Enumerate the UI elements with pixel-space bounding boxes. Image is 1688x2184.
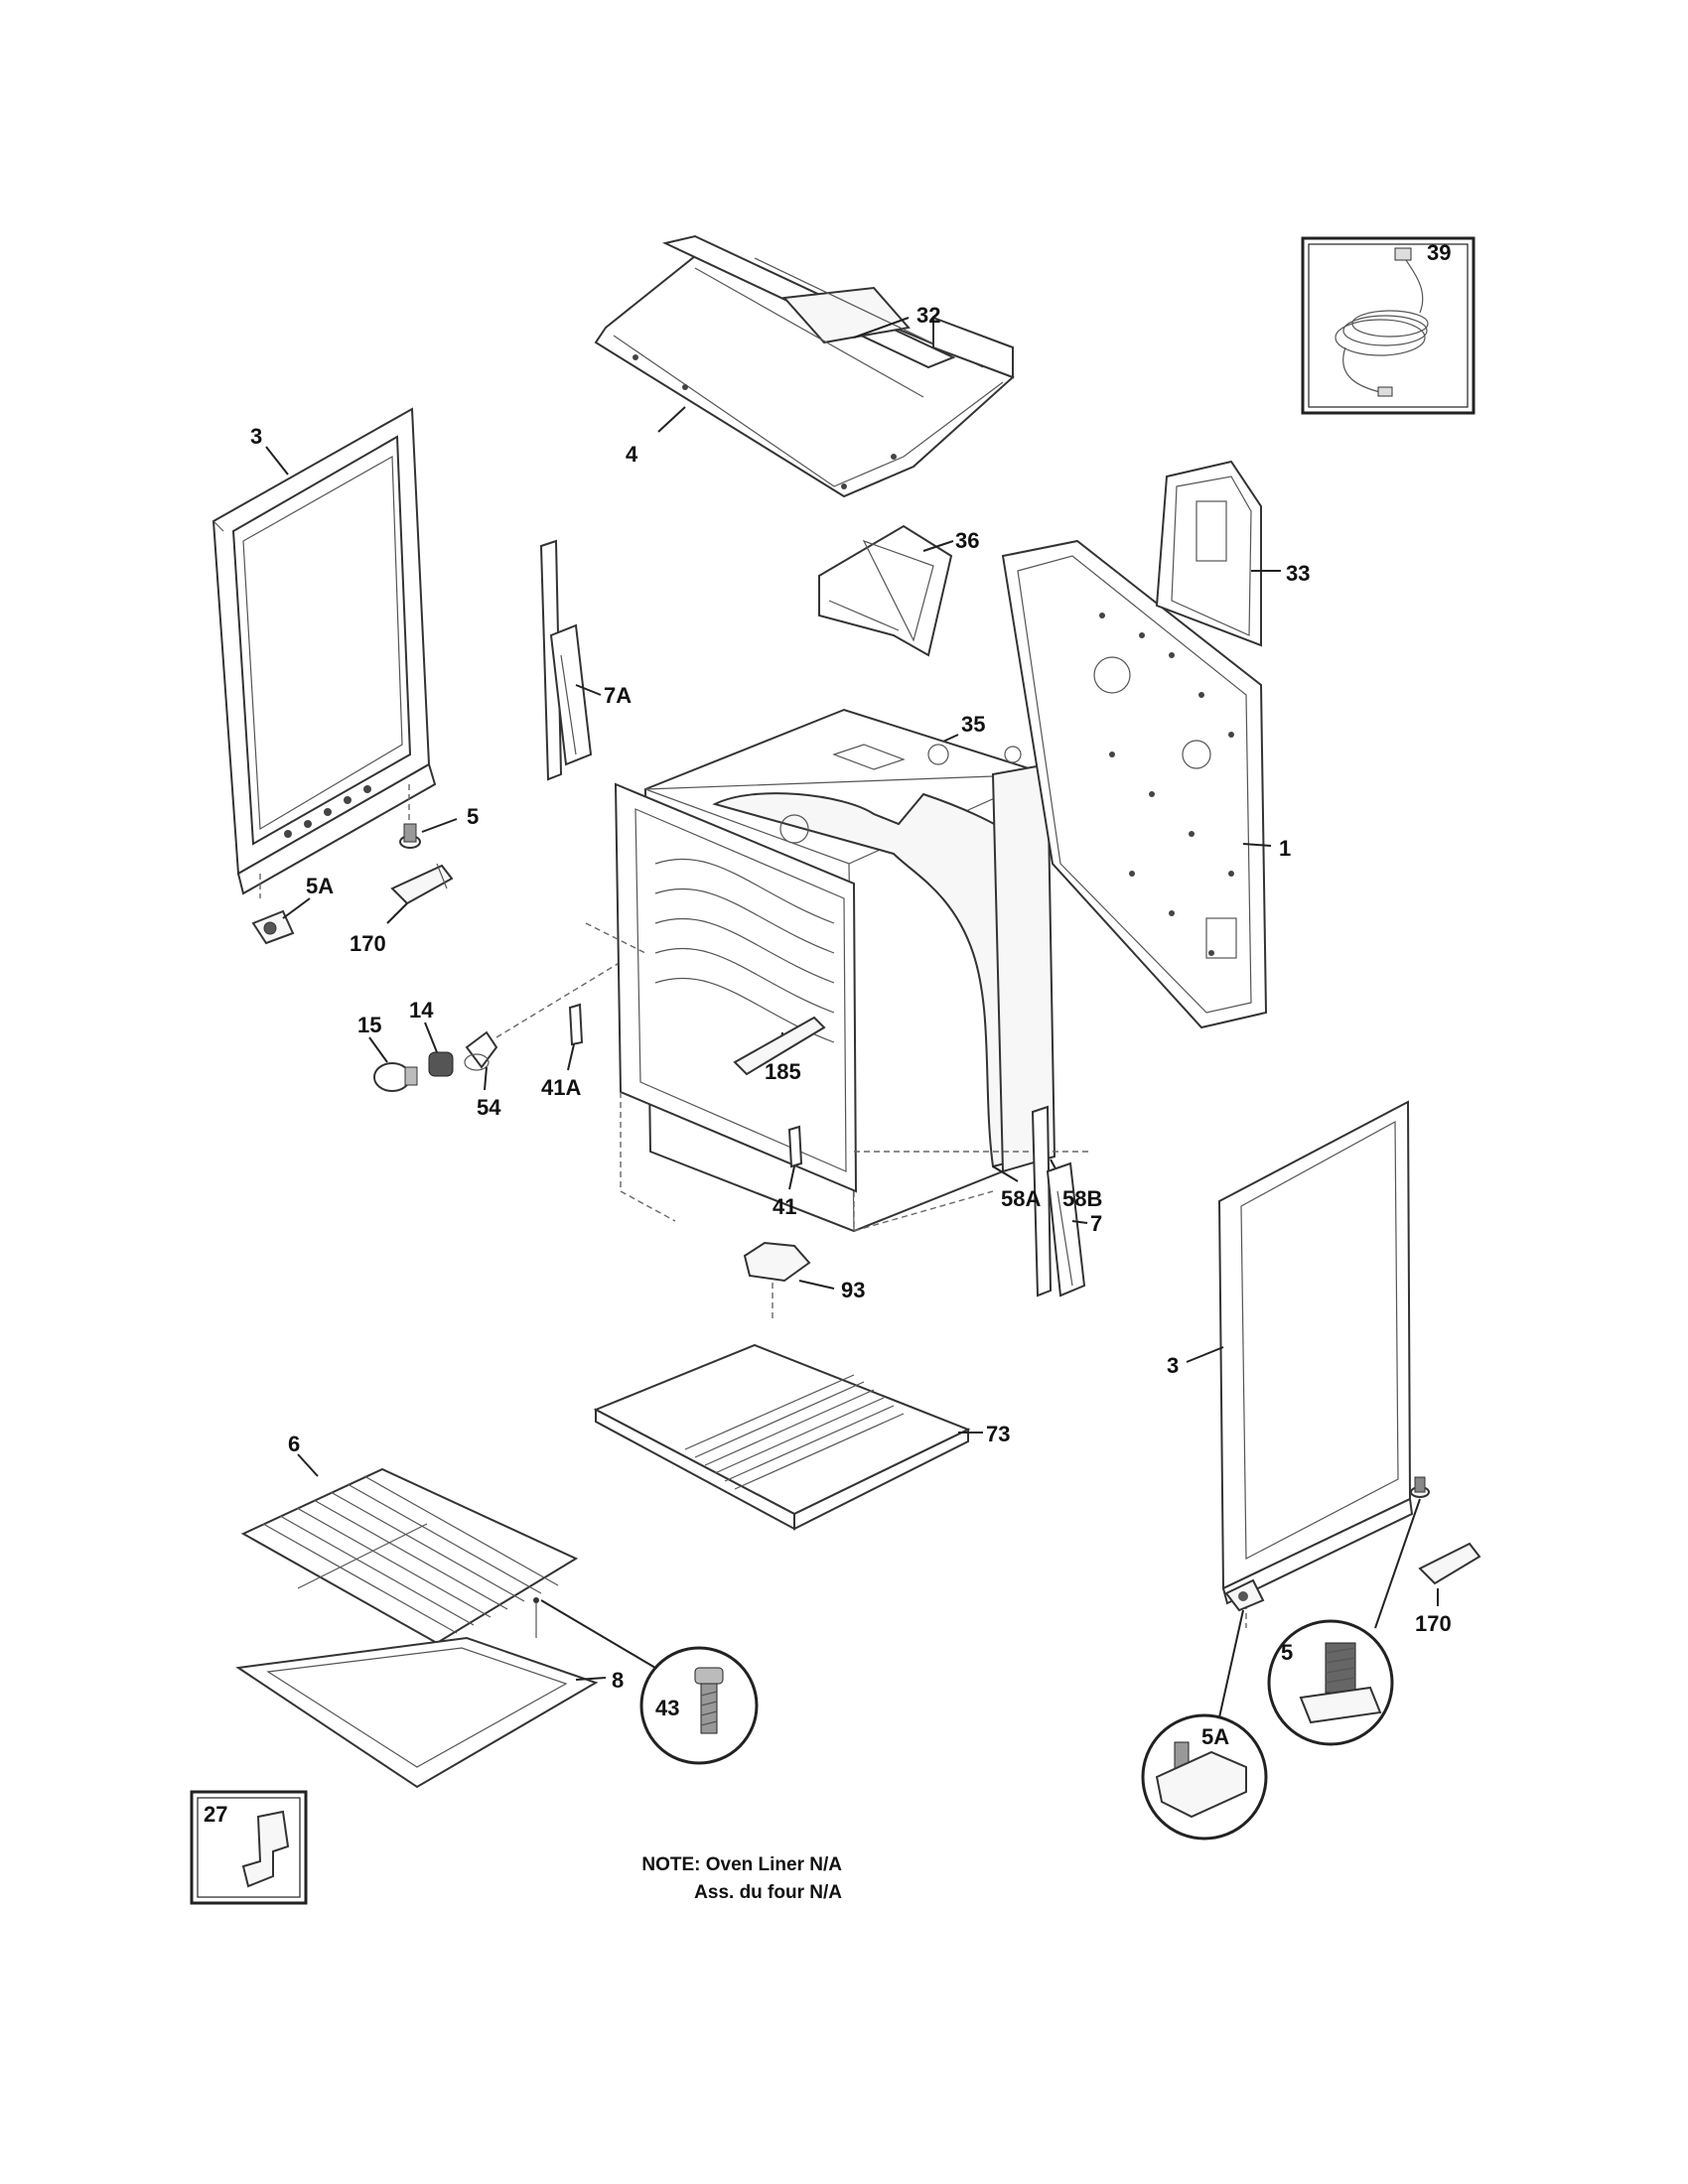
part-left-side-panel [211, 407, 437, 898]
part-leveling-leg-5-bottom [1410, 1476, 1430, 1498]
part-rack-support-185 [733, 1016, 826, 1076]
part-lamp-cover-54 [464, 1030, 498, 1071]
callout-8: 8 [612, 1668, 624, 1693]
inset-box-clip-27 [190, 1790, 308, 1905]
leader-32 [853, 317, 910, 339]
callout-39: 39 [1427, 240, 1451, 265]
callout-58b: 58B [1062, 1186, 1102, 1211]
leader-5ab [1218, 1609, 1244, 1718]
callout-185: 185 [765, 1059, 801, 1084]
callout-54: 54 [477, 1095, 501, 1120]
callout-labels: 32 4 39 3 36 33 7A 35 5 1 5A 170 14 15 5… [204, 240, 1452, 1827]
callout-35: 35 [961, 712, 985, 737]
part-oven-rack-6 [240, 1467, 579, 1645]
part-bracket-41 [787, 1125, 803, 1168]
callout-36: 36 [955, 528, 979, 553]
leader-36 [922, 540, 954, 552]
leader-5a [421, 818, 458, 833]
callout-7: 7 [1090, 1211, 1102, 1236]
part-leveling-leg-5-top [399, 823, 421, 849]
part-vent-duct-36 [818, 524, 953, 657]
leader-3a [265, 446, 289, 476]
leader-54 [484, 1066, 488, 1091]
part-back-panel [1001, 539, 1268, 1029]
callout-33: 33 [1286, 561, 1310, 586]
part-hinge-7a [539, 539, 593, 781]
inset-box-power-cord [1301, 236, 1476, 415]
part-lamp-socket-14 [428, 1051, 454, 1077]
part-leg-bracket-5a-top [251, 909, 295, 945]
callout-43: 43 [655, 1696, 679, 1720]
part-broiler-pan-8 [235, 1636, 599, 1789]
callout-41: 41 [773, 1194, 796, 1219]
part-oven-cavity [585, 708, 1092, 1233]
leader-3b [1186, 1346, 1224, 1363]
part-screw-43-small [533, 1597, 539, 1638]
callout-73: 73 [986, 1422, 1010, 1446]
note-text: NOTE: Oven Liner N/A Ass. du four N/A [596, 1851, 842, 1907]
part-top-frame [594, 234, 1015, 498]
leader-43 [540, 1599, 656, 1669]
callout-4: 4 [626, 442, 638, 467]
leader-170a [386, 902, 408, 924]
callout-1: 1 [1279, 836, 1291, 861]
detail-circle-5a [1141, 1713, 1268, 1841]
callout-41a: 41A [541, 1075, 581, 1100]
detail-circle-43 [639, 1646, 759, 1765]
leader-1 [1242, 843, 1272, 847]
leader-6 [297, 1453, 319, 1477]
leader-15 [368, 1036, 388, 1063]
part-bracket-41a [568, 1003, 584, 1046]
leader-5aa [282, 897, 311, 919]
part-light-bulb-15 [373, 1062, 418, 1092]
part-back-cover-33 [1155, 460, 1262, 647]
callout-5-detail: 5 [1281, 1640, 1293, 1665]
detail-circle-5 [1267, 1619, 1394, 1746]
callout-5a-detail: 5A [1201, 1724, 1229, 1749]
part-clip-170-top [390, 863, 454, 905]
callout-170-right: 170 [1415, 1611, 1452, 1636]
note-line-2: Ass. du four N/A [694, 1882, 842, 1903]
leader-4 [657, 406, 686, 433]
leader-58a [992, 1165, 1019, 1182]
leader-93 [798, 1280, 835, 1290]
leader-7 [1071, 1220, 1088, 1224]
callout-15: 15 [357, 1013, 381, 1037]
callout-5: 5 [467, 804, 479, 829]
leader-7a [575, 684, 602, 696]
callout-32: 32 [916, 303, 940, 328]
leader-8 [575, 1677, 607, 1681]
part-clip-170-bottom [1418, 1542, 1481, 1585]
callout-93: 93 [841, 1278, 865, 1302]
part-right-side-panel [1217, 1100, 1414, 1628]
callout-7a: 7A [604, 683, 632, 708]
part-knob-93 [743, 1241, 811, 1320]
callout-3: 3 [250, 424, 262, 449]
part-leg-bracket-5a-bottom [1224, 1578, 1265, 1612]
callout-6: 6 [288, 1432, 300, 1456]
callout-170: 170 [350, 931, 386, 956]
part-hinge-7 [1031, 1105, 1086, 1297]
leader-14 [424, 1022, 438, 1053]
leader-41a [567, 1043, 575, 1071]
callout-14: 14 [409, 998, 434, 1023]
power-cord-icon [1335, 247, 1429, 397]
part-bottom-pan-73 [593, 1343, 971, 1531]
leader-5b [1374, 1498, 1421, 1629]
callout-27: 27 [204, 1802, 227, 1827]
note-line-1: NOTE: Oven Liner N/A [641, 1854, 842, 1875]
callout-5a: 5A [306, 874, 334, 898]
callout-3-right: 3 [1167, 1353, 1179, 1378]
callout-58a: 58A [1001, 1186, 1041, 1211]
leader-41 [788, 1165, 795, 1190]
